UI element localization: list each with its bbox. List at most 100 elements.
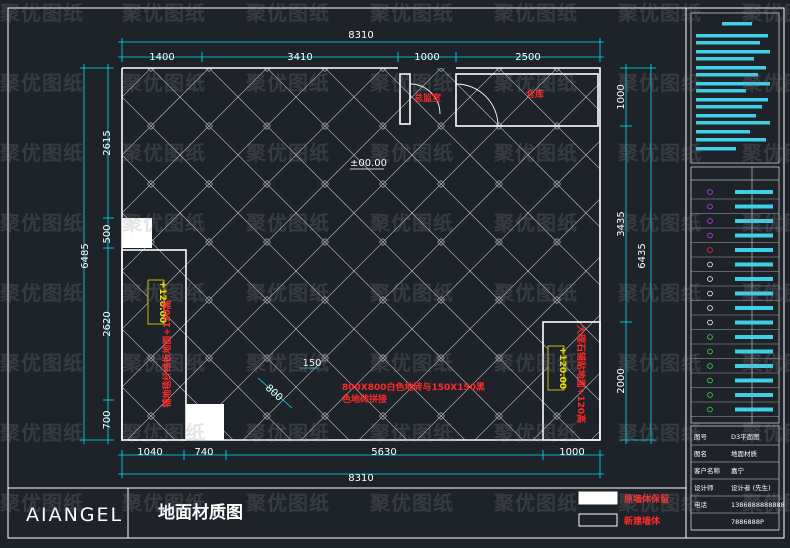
dimension-lines xyxy=(80,38,656,478)
watermark-text: 聚优图纸 xyxy=(741,351,790,375)
dim-top-4: 2500 xyxy=(515,52,540,63)
watermark-text: 聚优图纸 xyxy=(0,351,84,375)
tile-insert xyxy=(669,122,676,129)
watermark-text: 聚优图纸 xyxy=(617,141,702,165)
watermark-text: 聚优图纸 xyxy=(493,421,578,445)
dim-left-1: 2615 xyxy=(102,130,113,155)
watermark-text: 聚优图纸 xyxy=(0,141,84,165)
tile-insert xyxy=(669,470,676,477)
field-value: 设计者 (先生) xyxy=(731,483,771,492)
watermark-text: 聚优图纸 xyxy=(741,1,790,25)
side-note-bar xyxy=(696,57,754,61)
side-note-bar xyxy=(696,121,770,125)
dim-left-2: 500 xyxy=(102,224,113,243)
dim-top-2: 3410 xyxy=(287,52,312,63)
tile-insert xyxy=(669,412,676,419)
floor-tile xyxy=(122,386,152,440)
dim-bottom-total: 8310 xyxy=(348,473,373,484)
floor-tile xyxy=(556,386,600,440)
legend-swatch-existing xyxy=(578,491,618,505)
legend-label-new: 新建墙体 xyxy=(624,515,661,527)
watermark-text: 聚优图纸 xyxy=(121,211,206,235)
watermark-text: 聚优图纸 xyxy=(617,211,702,235)
column-block-bottom xyxy=(186,404,224,440)
legend-desc-bar xyxy=(735,378,773,383)
legend-desc-bar xyxy=(735,277,773,281)
legend-symbol xyxy=(707,406,713,413)
side-note-bar xyxy=(696,130,750,134)
watermark-text: 聚优图纸 xyxy=(741,281,790,305)
side-note-bar xyxy=(696,147,736,151)
side-note-bar xyxy=(696,105,762,109)
watermark-text: 聚优图纸 xyxy=(493,281,578,305)
legend-symbol xyxy=(707,232,713,239)
legend-symbol xyxy=(707,377,713,384)
watermark-text: 聚优图纸 xyxy=(121,1,206,25)
field-value: 7886888P xyxy=(731,518,764,526)
tile-insert xyxy=(611,180,618,187)
tile-insert xyxy=(89,180,96,187)
watermark-text: 聚优图纸 xyxy=(245,491,330,515)
legend-symbol xyxy=(707,203,713,210)
dim-bottom-2: 740 xyxy=(194,447,213,458)
legend-label-existing: 原墙体保留 xyxy=(624,493,669,505)
watermark-text: 聚优图纸 xyxy=(121,281,206,305)
watermark-text: 聚优图纸 xyxy=(741,211,790,235)
dim-top-3: 1000 xyxy=(414,52,439,63)
legend-desc-bar xyxy=(735,335,773,339)
symbol-legend-rows xyxy=(691,189,779,417)
room-label-office: 总监室 xyxy=(414,92,441,104)
tile-insert xyxy=(89,412,96,419)
watermark-layer: 聚优图纸聚优图纸聚优图纸聚优图纸聚优图纸聚优图纸聚优图纸聚优图纸聚优图纸聚优图纸… xyxy=(0,1,790,515)
watermark-text: 聚优图纸 xyxy=(369,1,454,25)
tile-insert xyxy=(89,470,96,477)
legend-desc-bar xyxy=(735,248,773,252)
side-note-bar xyxy=(696,50,770,54)
level-box-left xyxy=(147,279,165,325)
watermark-text: 聚优图纸 xyxy=(369,491,454,515)
note-right: 大理石铺贴地面+120高 xyxy=(575,325,587,423)
watermark-text: 聚优图纸 xyxy=(245,1,330,25)
sheet-frame xyxy=(7,7,785,539)
floor-tile xyxy=(440,386,500,440)
floor-tile xyxy=(324,386,384,440)
legend-symbol xyxy=(707,334,713,340)
legend-symbol xyxy=(707,392,713,398)
legend-symbol xyxy=(707,218,713,224)
legend-desc-bar xyxy=(735,291,773,296)
side-note-bar xyxy=(696,98,768,102)
watermark-text: 聚优图纸 xyxy=(0,491,84,515)
side-note-bar xyxy=(696,34,768,38)
watermark-text: 聚优图纸 xyxy=(369,351,454,375)
side-note-bar xyxy=(696,73,758,77)
watermark-text: 聚优图纸 xyxy=(493,141,578,165)
watermark-text: 聚优图纸 xyxy=(617,71,702,95)
drawing-title: 地面材质图 xyxy=(158,502,243,523)
field-label: 电话 xyxy=(694,500,708,509)
floor-tile xyxy=(382,386,442,440)
watermark-text: 聚优图纸 xyxy=(245,141,330,165)
legend-symbol xyxy=(707,348,713,355)
dim-top-total: 8310 xyxy=(348,30,373,41)
floor-tile xyxy=(122,96,152,156)
brand-logo: AIANGEL xyxy=(26,504,123,526)
dim-left-total: 6485 xyxy=(80,243,91,268)
legend-desc-bar xyxy=(735,233,773,238)
tile-insert xyxy=(611,470,618,477)
field-value: 1386888888888 xyxy=(731,501,785,509)
watermark-text: 聚优图纸 xyxy=(245,351,330,375)
watermark-text: 聚优图纸 xyxy=(617,281,702,305)
tile-insert xyxy=(89,354,96,361)
watermark-text: 聚优图纸 xyxy=(369,281,454,305)
watermark-text: 聚优图纸 xyxy=(121,141,206,165)
floor-tile xyxy=(122,154,152,214)
watermark-text: 聚优图纸 xyxy=(369,421,454,445)
field-value: 地面材质 xyxy=(731,449,758,458)
legend-desc-bar xyxy=(735,306,773,310)
field-label: 设计师 xyxy=(694,483,714,492)
field-label: 图号 xyxy=(694,433,708,441)
field-value: D3平面图 xyxy=(731,433,760,441)
dim-right-1: 1000 xyxy=(616,84,627,109)
legend-symbol xyxy=(707,247,713,253)
